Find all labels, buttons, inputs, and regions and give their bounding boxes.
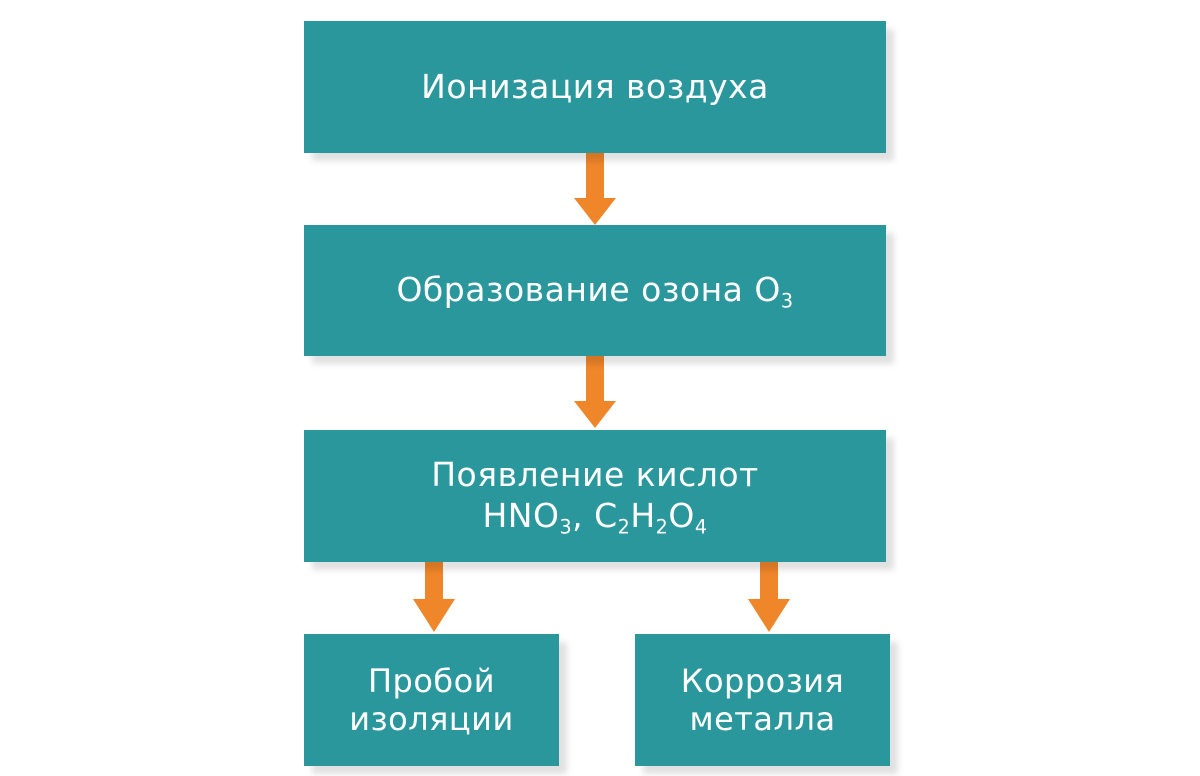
box-insulation-line2: изоляции [349,700,514,738]
box-acids-line1: Появление кислот [431,455,759,495]
box-ozone-formation: Образование озона O3 [304,225,886,356]
box-metal-corrosion: Коррозия металла [635,634,890,766]
box-corrosion-line1: Коррозия [680,661,845,700]
box-insulation-breakdown: Пробой изоляции [304,634,559,766]
arrow-acids-to-breakdown [413,562,455,632]
box-corrosion-line2: металла [689,700,836,738]
formula-sub-4: 4 [694,515,708,539]
formula-c: , C [572,496,618,535]
formula-sub-3: 3 [559,515,573,539]
ozone-text: Образование озона O [396,270,781,310]
formula-o: O [668,496,695,535]
box-insulation-line1: Пробой [367,661,496,700]
box-air-ionization-label: Ионизация воздуха [421,66,769,106]
box-air-ionization: Ионизация воздуха [304,21,886,153]
ozone-subscript: 3 [780,289,794,313]
formula-hno: HNO [482,496,560,535]
arrow-ozone-to-acids [574,356,616,428]
formula-sub-2a: 2 [617,515,631,539]
box-ozone-formation-label: Образование озона O3 [396,270,793,311]
formula-h: H [630,496,656,535]
box-acids-appearance: Появление кислот HNO3, C2H2O4 [304,430,886,562]
arrow-acids-to-corrosion [748,562,790,632]
formula-sub-2b: 2 [655,515,669,539]
arrow-ionization-to-ozone [574,153,616,225]
box-acids-formulas: HNO3, C2H2O4 [482,496,707,537]
